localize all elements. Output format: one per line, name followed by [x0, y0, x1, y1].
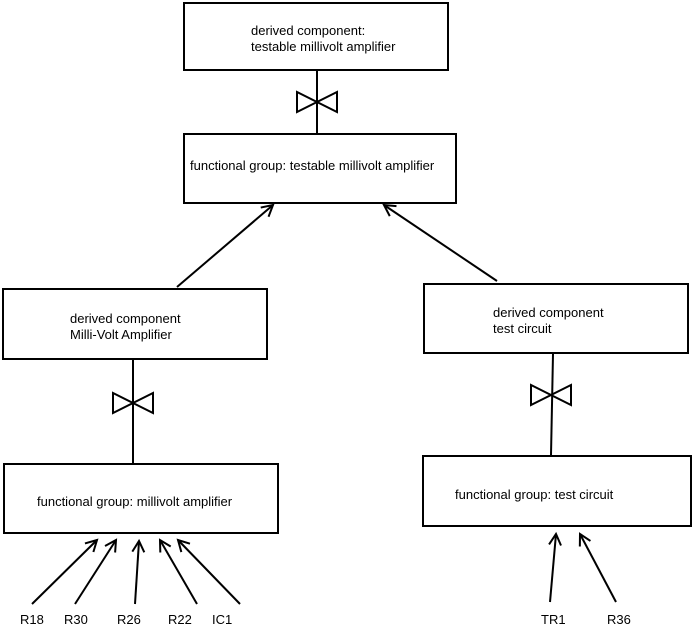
- edge-right-join: [550, 353, 554, 456]
- edge-r18-to-fg-mva: [31, 538, 99, 605]
- bowtie-join-icon-right: [530, 383, 572, 407]
- node-text-line: testable millivolt amplifier: [251, 39, 396, 54]
- bowtie-join-icon-top: [296, 90, 338, 114]
- edge-derived-mva-to-fg-testable: [176, 203, 275, 288]
- leaf-label-r18: R18: [20, 612, 44, 627]
- node-text-line: functional group: test circuit: [455, 487, 614, 502]
- node-text-line: derived component: [493, 305, 604, 320]
- leaf-label-r22: R22: [168, 612, 192, 627]
- node-functional-group-millivolt-amplifier: functional group: millivolt amplifier: [3, 463, 279, 534]
- leaf-label-tr1: TR1: [541, 612, 566, 627]
- node-functional-group-test-circuit: functional group: test circuit: [422, 455, 692, 527]
- edge-tr1-to-fg-test: [548, 531, 562, 603]
- node-derived-component-testable-millivolt-amplifier: derived component: testable millivolt am…: [183, 2, 449, 71]
- leaf-label-r26: R26: [117, 612, 141, 627]
- edge-r30-to-fg-mva: [74, 538, 118, 605]
- leaf-label-ic1: IC1: [212, 612, 233, 627]
- edge-r22-to-fg-mva: [158, 538, 198, 605]
- node-text-line: functional group: testable millivolt amp…: [190, 158, 435, 173]
- node-derived-component-milli-volt-amplifier: derived component Milli-Volt Amplifier: [2, 288, 268, 360]
- node-functional-group-testable-millivolt-amplifier: functional group: testable millivolt amp…: [183, 133, 457, 204]
- edge-ic1-to-fg-mva: [176, 538, 241, 605]
- edge-derived-test-to-fg-testable: [382, 203, 498, 282]
- edge-r26-to-fg-mva: [131, 538, 146, 605]
- node-derived-component-test-circuit: derived component test circuit: [423, 283, 689, 354]
- edge-r36-to-fg-test: [578, 532, 617, 603]
- node-text-line: Milli-Volt Amplifier: [70, 327, 172, 342]
- node-text-line: derived component:: [251, 23, 366, 38]
- leaf-label-r30: R30: [64, 612, 88, 627]
- bowtie-join-icon-left: [112, 391, 154, 415]
- node-text-line: functional group: millivolt amplifier: [37, 494, 233, 509]
- node-text-line: test circuit: [493, 321, 552, 336]
- leaf-label-r36: R36: [607, 612, 631, 627]
- node-text-line: derived component: [70, 311, 181, 326]
